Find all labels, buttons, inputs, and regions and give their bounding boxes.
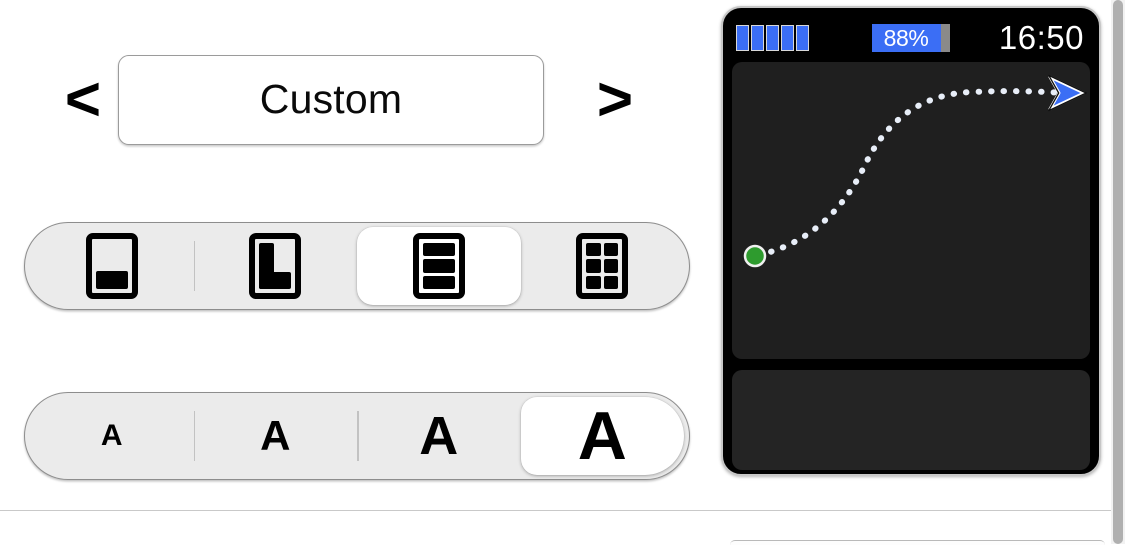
green-start-dot [743,244,767,268]
chevron-right-icon[interactable]: > [596,64,634,134]
vertical-scrollbar[interactable] [1111,0,1125,544]
map-pane[interactable] [732,62,1090,359]
blue-arrow-marker [1048,74,1087,112]
layout-option-three-rows[interactable] [357,227,521,305]
layout-l-shape-icon [249,233,302,299]
preset-selector-row: < Custom > [0,52,714,147]
font-size-selector: A A A A [24,392,690,480]
next-panel-top-edge [730,540,1105,545]
layout-grid-icon [576,233,629,299]
font-size-option-medium[interactable]: A [193,397,358,475]
font-size-large-glyph: A [419,406,459,466]
route-map-svg [743,74,1087,268]
chevron-left-icon[interactable]: < [64,64,102,134]
layout-bottom-bar-icon [85,233,138,299]
preset-name-field[interactable]: Custom [118,54,544,145]
font-size-option-extra-large[interactable]: A [520,397,684,475]
font-size-small-glyph: A [100,419,123,452]
layout-option-grid[interactable] [521,227,685,305]
preset-name-value: Custom [259,76,403,122]
battery-icon: 88% [872,24,950,52]
font-size-medium-glyph: A [260,412,291,459]
device-preview[interactable]: 88% 16:50 [721,6,1101,476]
layout-option-l-shape[interactable] [193,227,358,305]
layout-selector [24,222,690,310]
settings-left-panel: < Custom > [0,52,714,480]
font-size-option-small[interactable]: A [30,397,194,475]
battery-percent-label: 88% [883,24,929,51]
horizontal-divider [0,510,1118,511]
font-size-option-large[interactable]: A [357,397,521,475]
font-size-extra-large-glyph: A [577,398,627,474]
device-clock: 16:50 [998,19,1084,56]
device-status-bar: 88% 16:50 [732,17,1090,59]
scrollbar-thumb[interactable] [1113,0,1123,544]
signal-strength-icon [736,25,809,51]
layout-option-bottom-bar[interactable] [30,227,194,305]
route-path [756,88,1068,258]
device-info-pane[interactable] [732,370,1090,470]
layout-three-rows-icon [412,233,465,299]
